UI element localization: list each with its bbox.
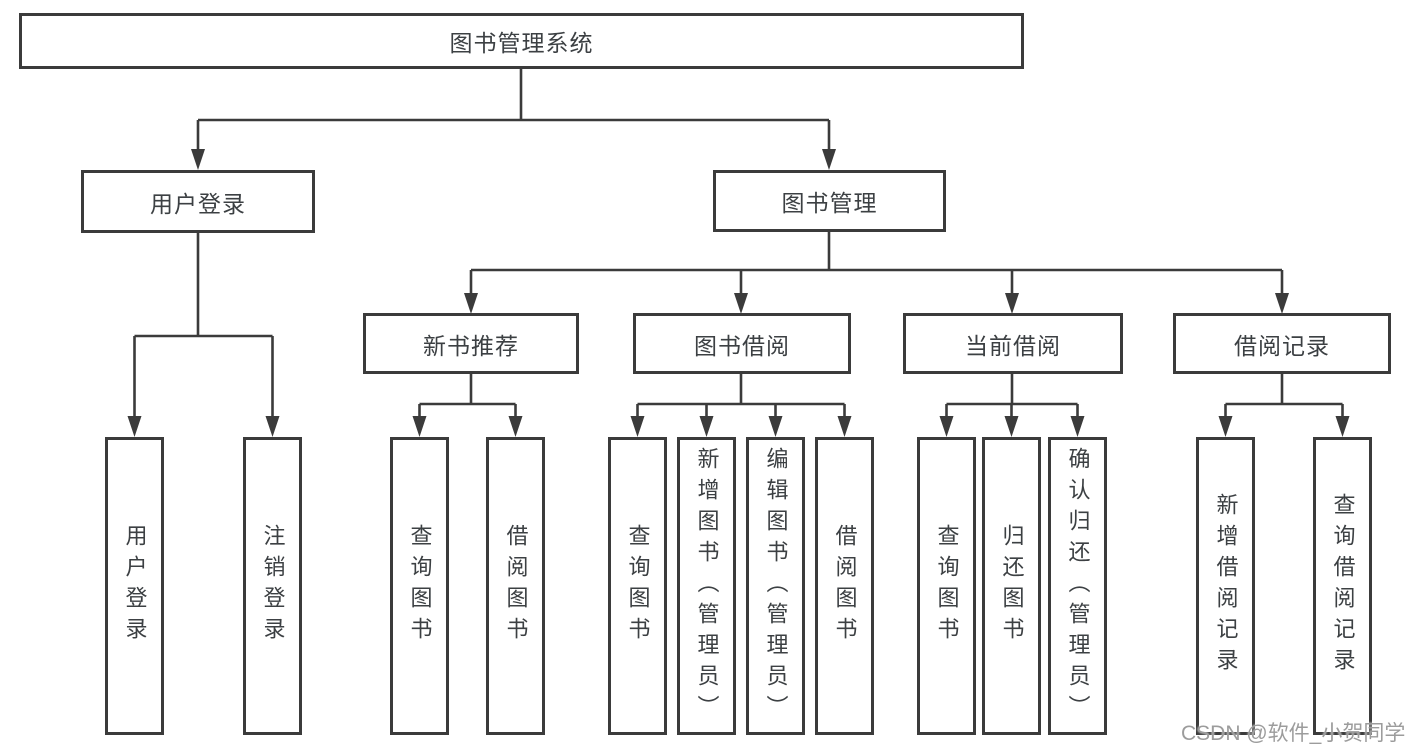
leaf-logout: 注销登录 [243, 437, 302, 735]
leaf-edit-book-admin: 编辑图书（管理员） [746, 437, 805, 735]
connector-user-login-to-leaves [127, 233, 280, 437]
leaf-add-borrow-record: 新增借阅记录 [1196, 437, 1255, 735]
connector-current-borrow-to-leaves [939, 374, 1085, 437]
node-borrow-records: 借阅记录 [1173, 313, 1391, 374]
node-book-management: 图书管理 [713, 170, 946, 232]
node-current-borrow: 当前借阅 [903, 313, 1123, 374]
leaf-add-book-admin: 新增图书（管理员） [677, 437, 736, 735]
connector-book-borrow-to-leaves [630, 374, 852, 437]
node-book-borrow: 图书借阅 [633, 313, 851, 374]
connector-book-management-to-level3 [464, 232, 1289, 314]
node-root: 图书管理系统 [19, 13, 1024, 69]
leaf-confirm-return-admin: 确认归还（管理员） [1048, 437, 1107, 735]
node-new-book-recommend: 新书推荐 [363, 313, 579, 374]
connector-root-to-level2 [191, 69, 836, 170]
leaf-recommend-borrow-books: 借阅图书 [486, 437, 545, 735]
leaf-query-borrow-record: 查询借阅记录 [1313, 437, 1372, 735]
connector-borrow-records-to-leaves [1218, 374, 1350, 437]
node-user-login: 用户登录 [81, 170, 315, 233]
leaf-borrow-query-books: 查询图书 [608, 437, 667, 735]
connector-new-book-recommend-to-leaves [412, 374, 523, 437]
leaf-recommend-query-books: 查询图书 [390, 437, 449, 735]
leaf-current-query-books: 查询图书 [917, 437, 976, 735]
leaf-user-login: 用户登录 [105, 437, 164, 735]
leaf-borrow-books: 借阅图书 [815, 437, 874, 735]
leaf-return-books: 归还图书 [982, 437, 1041, 735]
csdn-watermark: CSDN @软件_小贺同学 [1181, 722, 1405, 745]
